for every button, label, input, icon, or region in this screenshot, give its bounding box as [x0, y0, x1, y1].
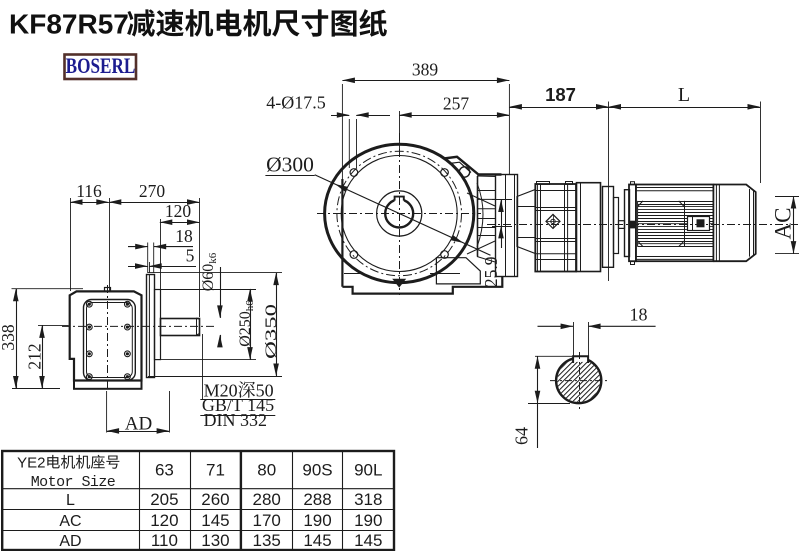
svg-text:18: 18: [175, 226, 193, 246]
svg-text:135: 135: [253, 531, 281, 550]
svg-text:116: 116: [76, 181, 102, 201]
svg-text:Ø350: Ø350: [263, 304, 280, 359]
svg-text:145: 145: [201, 511, 229, 530]
svg-text:90L: 90L: [354, 461, 382, 480]
svg-text:L: L: [678, 84, 690, 106]
svg-text:280: 280: [253, 490, 281, 509]
svg-text:90S: 90S: [302, 461, 332, 480]
svg-text:DIN 332: DIN 332: [204, 410, 268, 430]
svg-text:4-Ø17.5: 4-Ø17.5: [266, 93, 326, 113]
svg-text:AC: AC: [59, 513, 81, 530]
svg-text:260: 260: [201, 490, 229, 509]
svg-text:M20: M20: [204, 380, 238, 400]
svg-text:Ø250h6: Ø250h6: [237, 300, 256, 347]
svg-text:190: 190: [354, 511, 382, 530]
svg-text:170: 170: [253, 511, 281, 530]
svg-text:212: 212: [25, 343, 45, 369]
svg-text:25.9: 25.9: [481, 256, 501, 287]
svg-text:71: 71: [206, 461, 225, 480]
svg-text:257: 257: [443, 94, 470, 114]
svg-text:AD: AD: [125, 414, 152, 435]
svg-text:187: 187: [545, 84, 576, 105]
svg-text:GB/T 145: GB/T 145: [202, 395, 274, 415]
svg-text:5: 5: [186, 246, 195, 266]
svg-text:145: 145: [303, 531, 331, 550]
svg-text:130: 130: [201, 531, 229, 550]
svg-text:KF87R57: KF87R57: [9, 9, 129, 40]
svg-text:Motor Size: Motor Size: [31, 474, 116, 491]
svg-text:389: 389: [412, 60, 439, 80]
svg-text:145: 145: [354, 531, 382, 550]
svg-text:L: L: [66, 492, 75, 509]
svg-text:18: 18: [630, 305, 648, 325]
svg-text:YE2: YE2: [17, 455, 45, 472]
svg-text:338: 338: [0, 324, 18, 351]
svg-text:110: 110: [151, 531, 178, 550]
svg-text:64: 64: [512, 427, 532, 445]
svg-text:120: 120: [150, 511, 178, 530]
svg-text:AD: AD: [59, 533, 81, 550]
svg-text:190: 190: [303, 511, 331, 530]
svg-text:270: 270: [139, 181, 166, 201]
svg-text:205: 205: [150, 490, 178, 509]
svg-text:BOSERL: BOSERL: [66, 54, 136, 79]
svg-text:288: 288: [303, 490, 331, 509]
svg-text:50: 50: [256, 380, 274, 400]
svg-text:Ø300: Ø300: [266, 153, 314, 177]
svg-text:80: 80: [257, 461, 276, 480]
svg-text:63: 63: [155, 461, 174, 480]
svg-text:318: 318: [354, 490, 382, 509]
svg-text:120: 120: [165, 201, 192, 221]
svg-text:AC: AC: [771, 208, 796, 240]
